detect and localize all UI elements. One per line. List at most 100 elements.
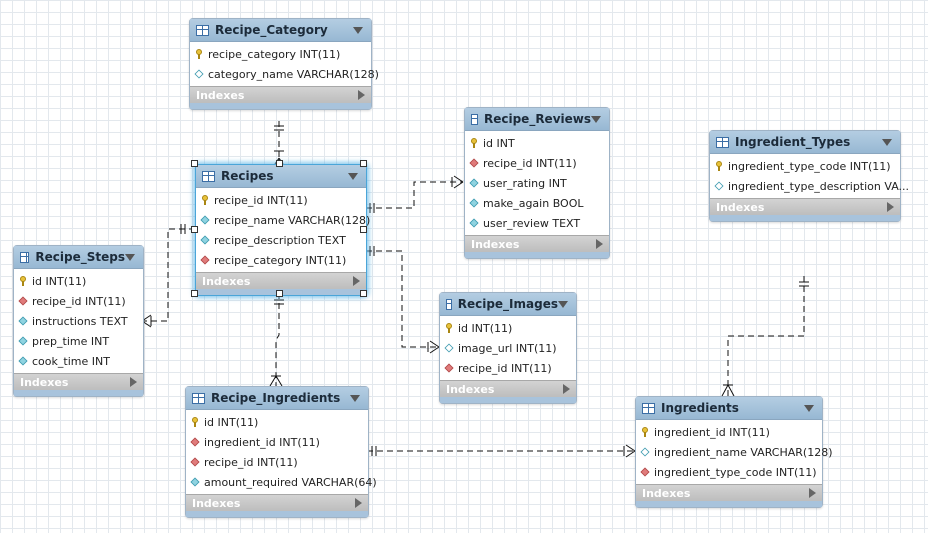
column-row[interactable]: ingredient_name VARCHAR(128) xyxy=(636,442,832,462)
expand-arrow-icon[interactable] xyxy=(563,384,570,394)
column-label: image_url INT(11) xyxy=(458,341,557,355)
column-row[interactable]: image_url INT(11) xyxy=(440,338,576,358)
column-row[interactable]: make_again BOOL xyxy=(465,193,609,213)
column-row[interactable]: ingredient_type_description VA... xyxy=(710,176,909,196)
column-icon xyxy=(469,178,479,188)
table-menu-arrow-icon[interactable] xyxy=(558,300,568,308)
column-row[interactable]: user_rating INT xyxy=(465,173,609,193)
table-header[interactable]: Recipe_Reviews xyxy=(465,108,609,131)
table-icon xyxy=(471,113,478,125)
indexes-section[interactable]: Indexes xyxy=(636,484,822,501)
column-row[interactable]: id INT(11) xyxy=(14,271,143,291)
column-row[interactable]: recipe_category INT(11) xyxy=(196,250,366,270)
column-label: recipe_id INT(11) xyxy=(214,193,308,207)
resize-handle-sw[interactable] xyxy=(191,290,198,297)
resize-handle-se[interactable] xyxy=(360,290,367,297)
column-row[interactable]: cook_time INT xyxy=(14,351,143,371)
column-row[interactable]: recipe_id INT(11) xyxy=(196,190,366,210)
table-menu-arrow-icon[interactable] xyxy=(353,26,363,34)
table-menu-arrow-icon[interactable] xyxy=(591,115,601,123)
table-footer xyxy=(440,397,576,403)
table-recipe-category[interactable]: Recipe_Category recipe_category INT(11) ca… xyxy=(189,18,379,110)
table-title: Recipe_Category xyxy=(215,23,328,37)
column-row[interactable]: instructions TEXT xyxy=(14,311,143,331)
column-row[interactable]: recipe_description TEXT xyxy=(196,230,366,250)
column-list: ingredient_type_code INT(11)ingredient_t… xyxy=(710,154,909,198)
column-row[interactable]: recipe_category INT(11) xyxy=(190,44,371,64)
column-row[interactable]: user_review TEXT xyxy=(465,213,609,233)
table-menu-arrow-icon[interactable] xyxy=(804,404,814,412)
table-ingredients[interactable]: Ingredients ingredient_id INT(11) ingredie… xyxy=(635,396,832,508)
indexes-section[interactable]: Indexes xyxy=(14,373,143,390)
resize-handle-s[interactable] xyxy=(276,290,283,297)
column-label: user_review TEXT xyxy=(483,216,581,230)
table-recipes[interactable]: Recipes recipe_id INT(11) recipe_name VARC… xyxy=(195,164,370,296)
indexes-section[interactable]: Indexes xyxy=(196,272,366,289)
indexes-section[interactable]: Indexes xyxy=(465,235,609,252)
expand-arrow-icon[interactable] xyxy=(358,90,365,100)
indexes-label: Indexes xyxy=(446,382,495,396)
expand-arrow-icon[interactable] xyxy=(596,239,603,249)
indexes-section[interactable]: Indexes xyxy=(440,380,576,397)
table-footer xyxy=(14,390,143,396)
expand-arrow-icon[interactable] xyxy=(130,377,137,387)
table-icon xyxy=(20,251,30,263)
column-row[interactable]: ingredient_id INT(11) xyxy=(186,432,368,452)
expand-arrow-icon[interactable] xyxy=(809,488,816,498)
table-header[interactable]: Recipes xyxy=(196,165,366,188)
column-row[interactable]: id INT(11) xyxy=(440,318,576,338)
table-menu-arrow-icon[interactable] xyxy=(125,253,135,261)
expand-arrow-icon[interactable] xyxy=(353,276,360,286)
foreign-key-icon xyxy=(18,296,28,306)
column-row[interactable]: recipe_id INT(11) xyxy=(186,452,368,472)
column-row[interactable]: category_name VARCHAR(128) xyxy=(190,64,379,84)
expand-arrow-icon[interactable] xyxy=(355,498,362,508)
column-row[interactable]: recipe_name VARCHAR(128) xyxy=(196,210,370,230)
column-list: recipe_category INT(11) category_name VAR… xyxy=(190,42,379,86)
indexes-section[interactable]: Indexes xyxy=(186,494,368,511)
resize-handle-e[interactable] xyxy=(360,226,367,233)
column-label: ingredient_id INT(11) xyxy=(654,425,770,439)
column-row[interactable]: recipe_id INT(11) xyxy=(14,291,143,311)
table-header[interactable]: Ingredient_Types xyxy=(710,131,900,154)
table-icon xyxy=(202,170,215,182)
indexes-section[interactable]: Indexes xyxy=(710,198,900,215)
resize-handle-ne[interactable] xyxy=(360,160,367,167)
resize-handle-w[interactable] xyxy=(191,226,198,233)
column-row[interactable]: id INT(11) xyxy=(186,412,368,432)
resize-handle-nw[interactable] xyxy=(191,160,198,167)
column-label: category_name VARCHAR(128) xyxy=(208,67,379,81)
table-menu-arrow-icon[interactable] xyxy=(350,394,360,402)
column-row[interactable]: id INT xyxy=(465,133,609,153)
column-row[interactable]: recipe_id INT(11) xyxy=(465,153,609,173)
table-menu-arrow-icon[interactable] xyxy=(348,172,358,180)
table-menu-arrow-icon[interactable] xyxy=(882,138,892,146)
column-row[interactable]: ingredient_id INT(11) xyxy=(636,422,822,442)
column-row[interactable]: recipe_id INT(11) xyxy=(440,358,576,378)
column-label: make_again BOOL xyxy=(483,196,584,210)
column-row[interactable]: ingredient_type_code INT(11) xyxy=(636,462,822,482)
column-label: instructions TEXT xyxy=(32,314,128,328)
expand-arrow-icon[interactable] xyxy=(887,202,894,212)
primary-key-icon xyxy=(641,427,649,437)
column-list: recipe_id INT(11) recipe_name VARCHAR(128… xyxy=(196,188,370,272)
column-label: user_rating INT xyxy=(483,176,567,190)
table-header[interactable]: Recipe_Category xyxy=(190,19,371,42)
column-row[interactable]: ingredient_type_code INT(11) xyxy=(710,156,900,176)
table-header[interactable]: Recipe_Images xyxy=(440,293,576,316)
table-header[interactable]: Ingredients xyxy=(636,397,822,420)
resize-handle-n[interactable] xyxy=(276,160,283,167)
indexes-section[interactable]: Indexes xyxy=(190,86,371,103)
column-label: ingredient_id INT(11) xyxy=(204,435,320,449)
table-header[interactable]: Recipe_Ingredients xyxy=(186,387,368,410)
column-row[interactable]: prep_time INT xyxy=(14,331,143,351)
table-header[interactable]: Recipe_Steps xyxy=(14,246,143,269)
column-label: recipe_id INT(11) xyxy=(458,361,552,375)
column-row[interactable]: amount_required VARCHAR(64) xyxy=(186,472,377,492)
